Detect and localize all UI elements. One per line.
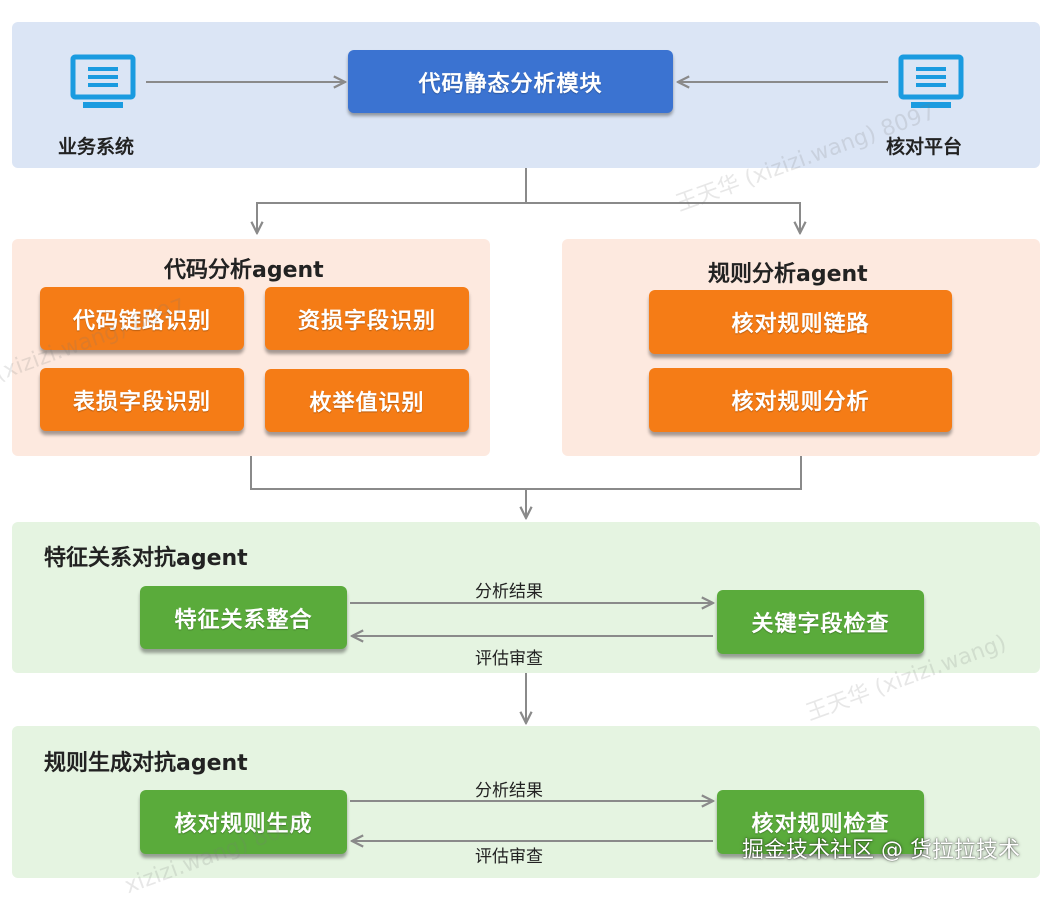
rule-agent-title: 规则分析agent: [708, 262, 868, 287]
analysis-result-label: 分析结果: [475, 582, 543, 602]
business-system-label: 业务系统: [58, 136, 135, 158]
code-agent-title: 代码分析agent: [164, 258, 324, 283]
static-analysis-module-box: 代码静态分析模块: [348, 50, 673, 113]
monitor-icon: [898, 54, 964, 108]
reconciliation-platform-label: 核对平台: [886, 136, 963, 158]
evaluation-review-label: 评估审查: [475, 847, 543, 867]
code-agent-item: 资损字段识别: [265, 287, 469, 350]
rule-gen-agent-title: 规则生成对抗agent: [44, 751, 248, 776]
key-field-check-box: 关键字段检查: [717, 590, 924, 654]
split-connector: [257, 168, 527, 233]
footer-watermark: 掘金技术社区 @ 货拉拉技术: [742, 838, 1020, 863]
code-agent-item: 表损字段识别: [40, 368, 244, 431]
rule-agent-item: 核对规则链路: [649, 290, 952, 354]
rule-check-box: 核对规则检查: [717, 790, 924, 854]
code-agent-item: 枚举值识别: [265, 369, 469, 432]
feature-integration-box: 特征关系整合: [140, 586, 347, 649]
monitor-icon: [70, 54, 136, 108]
rule-generation-box: 核对规则生成: [140, 790, 347, 854]
analysis-result-label: 分析结果: [475, 781, 543, 801]
evaluation-review-label: 评估审查: [475, 649, 543, 669]
rule-agent-item: 核对规则分析: [649, 368, 952, 432]
merge-connector: [250, 456, 802, 490]
code-agent-item: 代码链路识别: [40, 287, 244, 350]
feature-agent-title: 特征关系对抗agent: [44, 546, 248, 571]
